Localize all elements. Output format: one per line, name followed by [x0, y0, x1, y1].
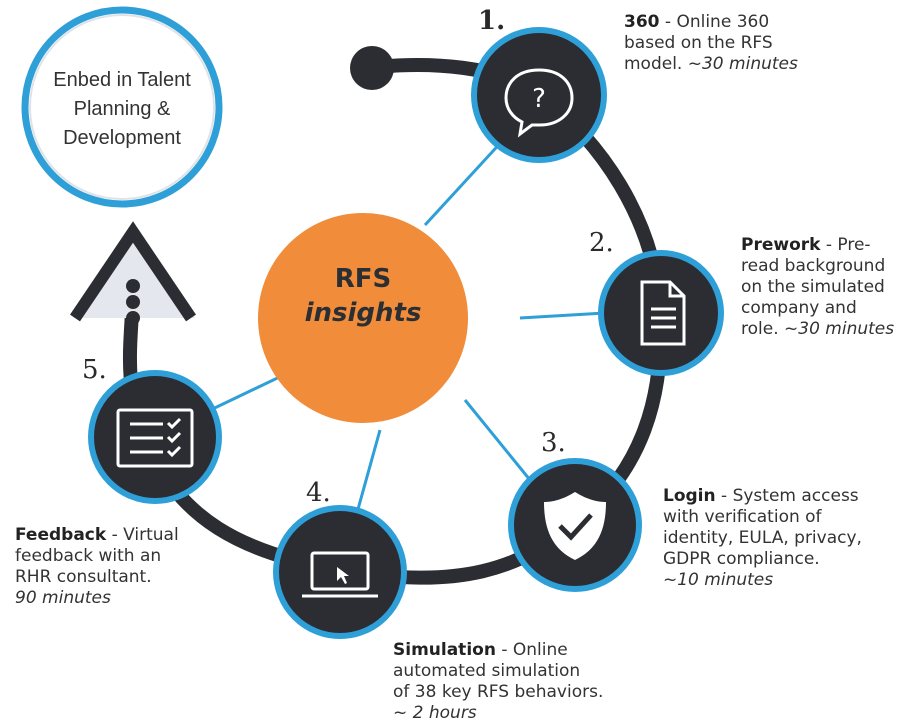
step-title-2: Prework	[741, 235, 821, 255]
shield-check-icon	[544, 492, 606, 560]
center-label: RFS insights	[263, 262, 463, 330]
step-number-2: 2.	[589, 228, 614, 258]
arrow-up-icon	[70, 221, 196, 325]
step-duration-5: 90 minutes	[15, 588, 111, 608]
center-circle	[258, 213, 468, 423]
embed-circle	[21, 6, 223, 208]
step-number-3: 3.	[541, 428, 566, 458]
step-duration-4: ~ 2 hours	[393, 703, 477, 723]
step-title-1: 360	[624, 12, 660, 32]
step-desc-2: Prework - Pre- read background on the si…	[741, 235, 895, 339]
step-node-1: ?	[471, 27, 607, 163]
step-desc-3: Login - System access with verification …	[663, 486, 862, 590]
step-duration-2: ~30 minutes	[784, 319, 895, 339]
step-number-5: 5.	[82, 355, 107, 385]
step-title-4: Simulation	[393, 640, 496, 660]
document-icon	[640, 280, 686, 346]
step-desc-1: 360 - Online 360 based on the RFS model.…	[624, 12, 798, 74]
step-title-5: Feedback	[15, 525, 107, 545]
step-duration-3: ~10 minutes	[663, 570, 774, 590]
checklist-icon	[116, 408, 194, 468]
step-desc-5: Feedback - Virtual feedback with an RHR …	[15, 525, 179, 608]
step-desc-4: Simulation - Online automated simulation…	[393, 640, 604, 723]
step-node-5	[88, 370, 222, 504]
spokes	[199, 136, 606, 521]
step-number-1: 1.	[478, 6, 506, 36]
question-bubble-icon	[504, 68, 574, 138]
svg-text:?: ?	[532, 84, 546, 114]
step-node-3	[508, 458, 642, 592]
step-title-3: Login	[663, 486, 716, 506]
embed-label: Enbed in Talent Planning & Development	[53, 69, 191, 149]
laptop-icon	[302, 551, 378, 598]
step-number-4: 4.	[306, 478, 331, 508]
track-start-dot	[350, 46, 394, 90]
center-subtitle: insights	[304, 298, 422, 328]
center-title: RFS	[334, 264, 392, 294]
step-node-4	[273, 505, 407, 639]
step-duration-1: ~30 minutes	[687, 54, 798, 74]
step-node-2	[598, 250, 724, 376]
